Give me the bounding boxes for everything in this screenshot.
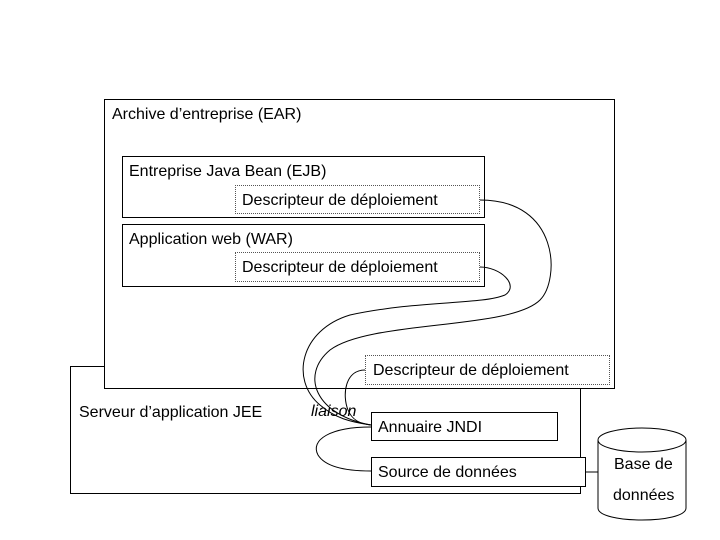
server-descriptor-label: Descripteur de déploiement <box>373 362 569 379</box>
database-cylinder <box>597 440 687 521</box>
binding-label: liaison <box>311 403 357 420</box>
ear-label: Archive d’entreprise (EAR) <box>112 106 302 123</box>
datasource-box <box>371 457 586 487</box>
war-descriptor-label: Descripteur de déploiement <box>242 259 438 276</box>
war-label: Application web (WAR) <box>129 231 293 248</box>
database-label-line1: Base de <box>614 456 673 473</box>
ejb-descriptor-label: Descripteur de déploiement <box>242 192 438 209</box>
datasource-label: Source de données <box>378 464 517 481</box>
database-label-line2: données <box>613 487 675 504</box>
jndi-label: Annuaire JNDI <box>378 419 483 436</box>
database-cylinder-top <box>597 427 687 453</box>
app-server-label: Serveur d’application JEE <box>79 404 263 421</box>
ejb-label: Entreprise Java Bean (EJB) <box>129 163 327 180</box>
